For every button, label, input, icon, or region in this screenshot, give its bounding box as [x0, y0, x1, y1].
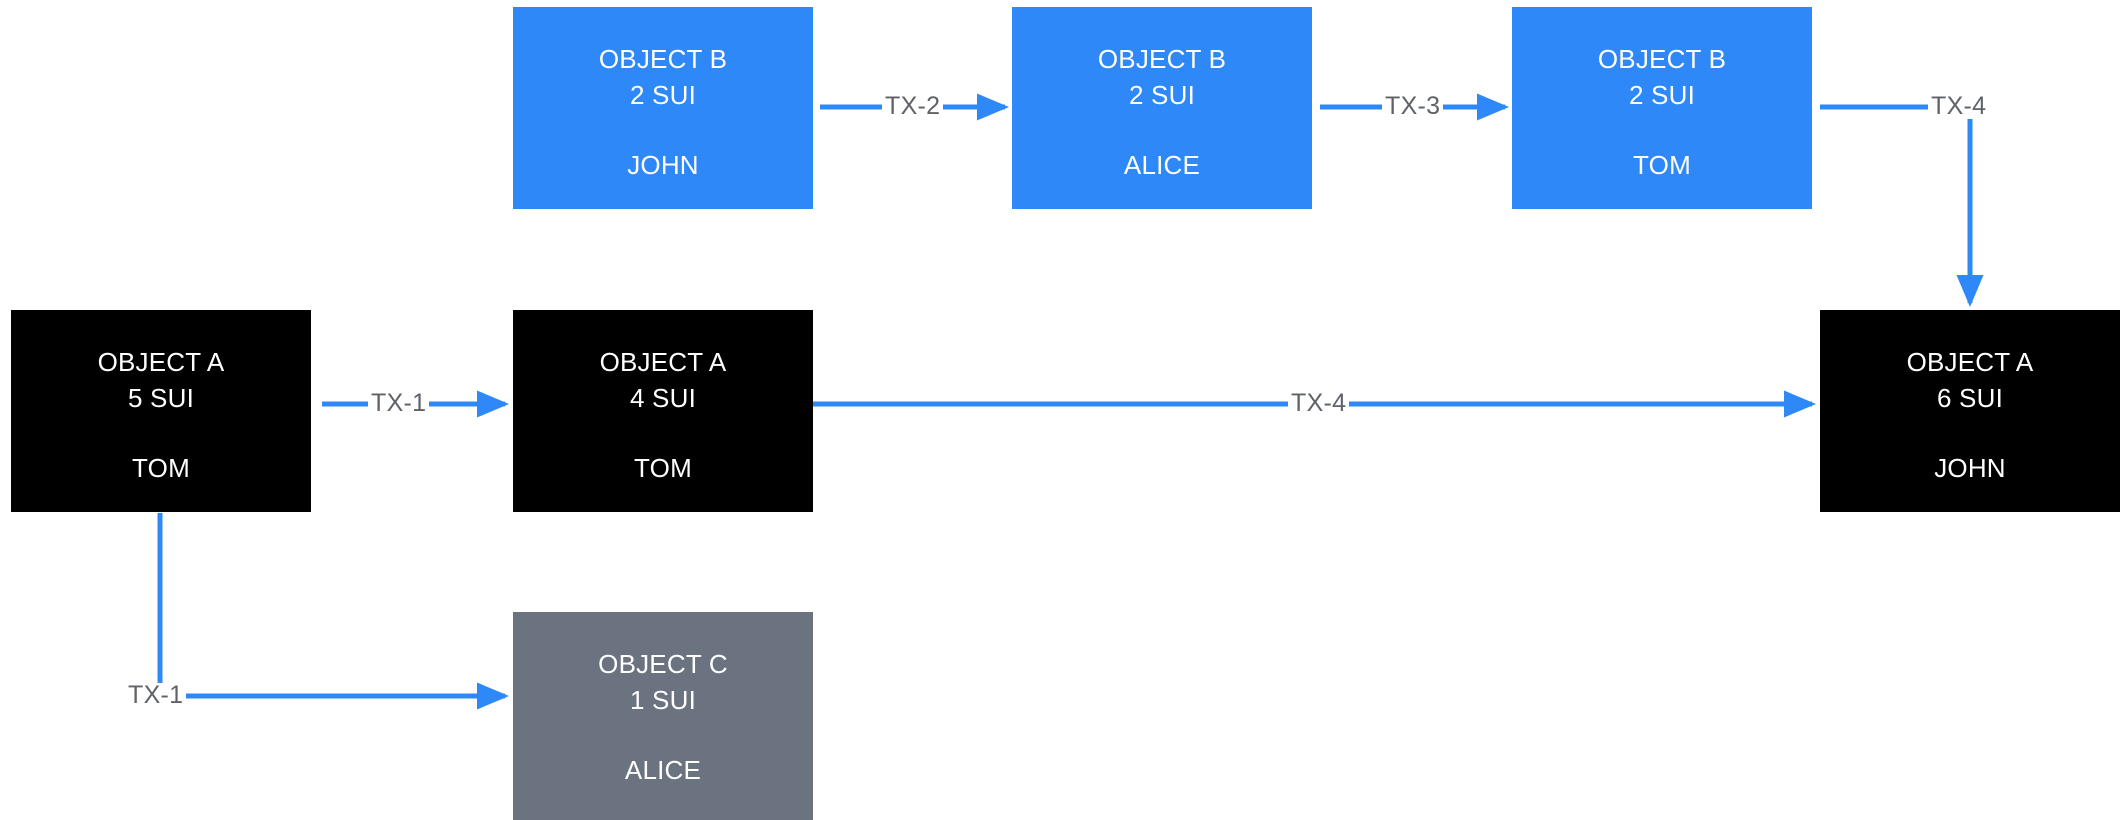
node-object-label: OBJECT B: [598, 44, 728, 74]
node-owner-label: TOM: [634, 453, 692, 483]
edge-label-tx2: TX-2: [882, 94, 944, 119]
node-object-label: OBJECT C: [598, 649, 728, 679]
node-amount-label: 2 SUI: [629, 80, 696, 110]
edge-label-tx1-object-c: TX-1: [125, 683, 187, 708]
node-object-label: OBJECT A: [599, 347, 727, 377]
node-owner-label: JOHN: [627, 150, 699, 180]
node-amount-label: 2 SUI: [1628, 80, 1695, 110]
node-title: OBJECT C 1 SUI: [598, 646, 728, 718]
node-object-b-alice[interactable]: OBJECT B 2 SUI ALICE: [1012, 7, 1312, 209]
node-title: OBJECT A 6 SUI: [1907, 344, 2034, 416]
node-owner-label: TOM: [1633, 150, 1691, 180]
node-amount-label: 5 SUI: [127, 383, 194, 413]
edge-tx1-to-object-c: [157, 513, 510, 710]
node-object-a-6sui-john[interactable]: OBJECT A 6 SUI JOHN: [1820, 310, 2120, 512]
node-title: OBJECT B 2 SUI: [1098, 41, 1226, 113]
node-object-label: OBJECT B: [1097, 44, 1227, 74]
node-object-a-4sui-tom[interactable]: OBJECT A 4 SUI TOM: [513, 310, 813, 512]
node-object-label: OBJECT B: [1597, 44, 1727, 74]
edge-label-tx1-object-a: TX-1: [368, 391, 430, 416]
node-title: OBJECT A 5 SUI: [98, 344, 225, 416]
node-owner-label: ALICE: [624, 755, 702, 785]
node-object-label: OBJECT A: [1906, 347, 2034, 377]
node-title: OBJECT B 2 SUI: [1598, 41, 1726, 113]
node-object-a-5sui-tom[interactable]: OBJECT A 5 SUI TOM: [11, 310, 311, 512]
node-amount-label: 4 SUI: [629, 383, 696, 413]
node-object-b-john[interactable]: OBJECT B 2 SUI JOHN: [513, 7, 813, 209]
edge-label-tx4-object-b: TX-4: [1928, 94, 1990, 119]
node-object-label: OBJECT A: [97, 347, 225, 377]
node-owner-label: TOM: [132, 453, 190, 483]
node-amount-label: 2 SUI: [1128, 80, 1195, 110]
edge-label-tx3: TX-3: [1382, 94, 1444, 119]
node-owner-label: JOHN: [1934, 453, 2006, 483]
node-object-b-tom[interactable]: OBJECT B 2 SUI TOM: [1512, 7, 1812, 209]
node-amount-label: 1 SUI: [629, 685, 696, 715]
node-amount-label: 6 SUI: [1936, 383, 2003, 413]
node-title: OBJECT A 4 SUI: [600, 344, 727, 416]
node-title: OBJECT B 2 SUI: [599, 41, 727, 113]
node-owner-label: ALICE: [1123, 150, 1201, 180]
node-object-c-1sui-alice[interactable]: OBJECT C 1 SUI ALICE: [513, 612, 813, 820]
edge-tx4-object-b-to-object-a: [1820, 104, 1984, 308]
edge-label-tx4-object-a: TX-4: [1288, 391, 1350, 416]
